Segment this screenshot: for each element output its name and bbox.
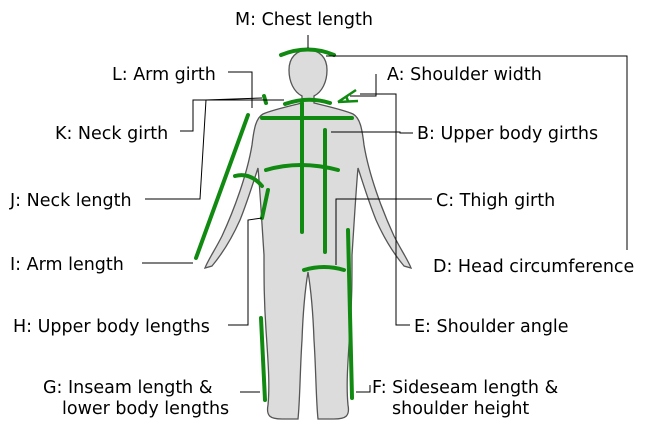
label-inseam-line1: G: Inseam length & <box>43 378 213 398</box>
label-shoulder-width: A: Shoulder width <box>387 65 542 85</box>
label-arm-girth: L: Arm girth <box>112 65 216 85</box>
label-thigh-girth: C: Thigh girth <box>436 191 555 211</box>
inseam-mark <box>261 318 265 400</box>
label-inseam-line2: lower body lengths <box>62 399 229 419</box>
label-neck-length: J: Neck length <box>9 191 132 211</box>
leader-shoulder-angle <box>360 94 410 325</box>
label-chest-length: M: Chest length <box>235 10 373 30</box>
leader-head-circumference <box>326 56 627 250</box>
leader-sideseam <box>356 385 370 392</box>
label-sideseam-line2: shoulder height <box>392 399 529 419</box>
leader-arm-girth <box>228 72 252 108</box>
label-sideseam-line1: F: Sideseam length & <box>372 378 559 398</box>
label-head-circumference: D: Head circumference <box>433 257 634 277</box>
label-shoulder-angle: E: Shoulder angle <box>414 317 569 337</box>
label-upper-body-girths: B: Upper body girths <box>417 124 598 144</box>
label-arm-length: I: Arm length <box>10 255 124 275</box>
body-silhouette <box>205 50 411 419</box>
label-upper-body-lengths: H: Upper body lengths <box>13 317 210 337</box>
label-neck-girth: K: Neck girth <box>55 124 168 144</box>
